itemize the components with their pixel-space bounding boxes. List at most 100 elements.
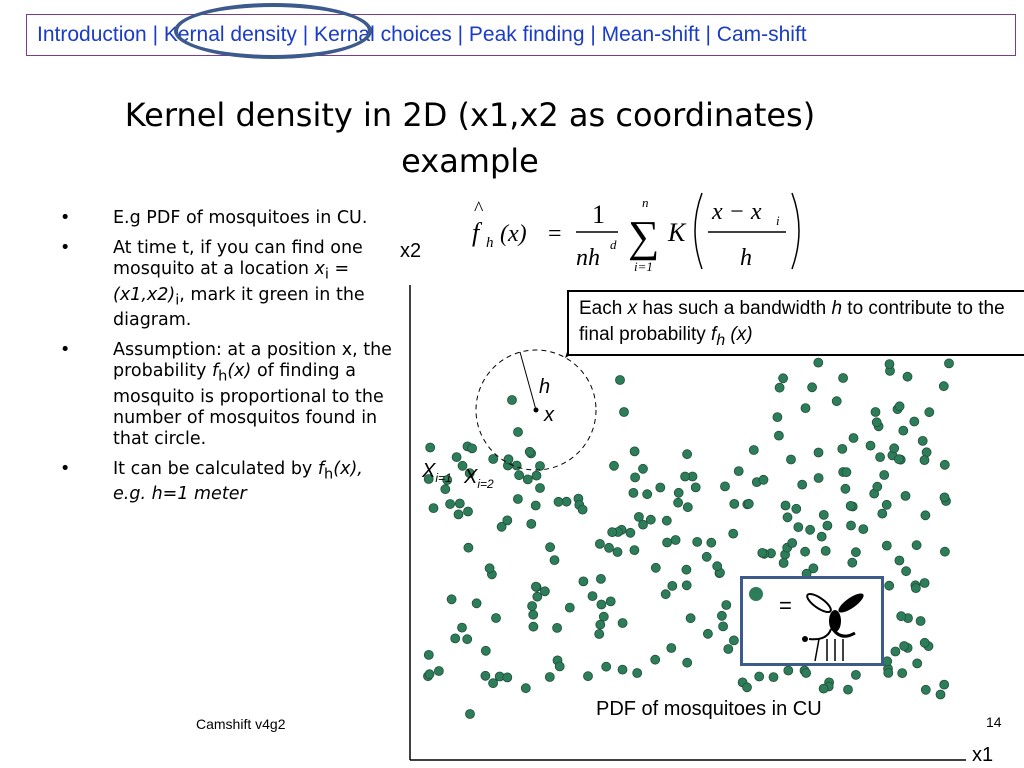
mosquito-observation-point bbox=[838, 373, 848, 383]
mosquito-observation-point bbox=[780, 500, 791, 511]
math-sub: i bbox=[175, 291, 180, 308]
callout-text: to contribute to the final probability bbox=[579, 298, 1005, 345]
mosquito-observation-point bbox=[896, 611, 907, 622]
mosquito-observation-point bbox=[778, 373, 788, 384]
mosquito-observation-point bbox=[813, 357, 824, 368]
mosquito-observation-point bbox=[528, 609, 539, 620]
formula-frac-num-sub: i bbox=[776, 213, 780, 228]
mosquito-observation-point bbox=[682, 449, 692, 460]
x-axis-label: x1 bbox=[972, 744, 994, 766]
mosquito-observation-point bbox=[729, 635, 739, 646]
mosquito-observation-point bbox=[682, 657, 693, 668]
mosquito-observation-point bbox=[890, 646, 901, 657]
current-section-highlight-ring bbox=[174, 3, 372, 59]
mosquito-observation-point bbox=[733, 466, 744, 477]
bullet-item-4: • It can be calculated by fh(x), e.g. h=… bbox=[60, 459, 400, 506]
mosquito-observation-point bbox=[594, 629, 605, 639]
mosquito-observation-point bbox=[642, 489, 653, 500]
mosquito-observation-point bbox=[650, 562, 661, 573]
mosquito-observation-point bbox=[871, 417, 882, 428]
formula-den-nh: nh bbox=[576, 245, 600, 271]
mosquito-observation-point bbox=[617, 664, 628, 675]
callout-sub-h: h bbox=[716, 331, 726, 349]
mosquito-observation-point bbox=[940, 546, 950, 557]
mosquito-observation-point bbox=[502, 672, 513, 683]
mosquito-observation-point bbox=[503, 454, 514, 465]
mosquito-observation-point bbox=[717, 610, 727, 621]
callout-var-f: f bbox=[711, 324, 717, 345]
xi1-sub: i=1 bbox=[435, 471, 452, 485]
mosquito-observation-point bbox=[612, 547, 623, 557]
mosquito-observation-point bbox=[884, 580, 895, 591]
mosquito-observation-point bbox=[480, 670, 491, 681]
mosquito-observation-point bbox=[807, 382, 817, 393]
mosquito-observation-point bbox=[818, 683, 829, 694]
footer-page-number: 14 bbox=[986, 714, 1002, 730]
mosquito-observation-point bbox=[840, 483, 851, 494]
mosquito-observation-point bbox=[578, 576, 589, 587]
mosquito-observation-point bbox=[894, 454, 904, 465]
mosquito-observation-point bbox=[531, 581, 541, 592]
mosquito-observation-point bbox=[782, 512, 793, 523]
mosquito-observation-point bbox=[535, 483, 545, 493]
mosquito-observation-point bbox=[748, 445, 759, 455]
mosquito-observation-point bbox=[681, 580, 692, 591]
bullet-item-1: • E.g PDF of mosquitoes in CU. bbox=[60, 208, 400, 229]
mosquito-observation-point bbox=[938, 381, 949, 392]
mosquito-observation-point bbox=[877, 508, 888, 519]
math-expr: (x) bbox=[227, 361, 252, 381]
callout-var-x: x bbox=[627, 298, 638, 319]
mosquito-observation-point bbox=[625, 527, 636, 538]
mosquito-observation-point bbox=[783, 665, 794, 676]
mosquito-observation-point bbox=[507, 395, 517, 405]
bullet-text: It can be calculated by bbox=[113, 458, 318, 479]
mosquito-observation-point bbox=[428, 503, 439, 514]
xi2-main: X bbox=[464, 466, 478, 488]
xi1-main: X bbox=[422, 460, 436, 482]
mosquito-observation-point bbox=[661, 515, 672, 526]
mosquito-observation-point bbox=[897, 668, 908, 678]
callout-var-arg: (x) bbox=[725, 324, 753, 345]
mosquito-observation-point bbox=[423, 650, 434, 660]
mosquito-observation-point bbox=[450, 633, 461, 644]
mosquito-observation-point bbox=[530, 500, 541, 511]
mosquito-observation-point bbox=[841, 467, 852, 478]
mosquito-observation-point bbox=[870, 407, 881, 417]
mosquito-observation-point bbox=[462, 634, 473, 645]
math-sub: i bbox=[324, 265, 329, 283]
bandwidth-circle bbox=[475, 349, 597, 471]
xi1-label: Xi=1 bbox=[422, 460, 452, 485]
formula-frac-num: x − x bbox=[711, 199, 762, 225]
mosquito-observation-point bbox=[463, 506, 473, 517]
mosquito-observation-point bbox=[843, 684, 853, 695]
bullet-item-3: • Assumption: at a position x, the proba… bbox=[60, 340, 400, 450]
formula-numerator: 1 bbox=[592, 200, 605, 229]
mosquito-observation-point bbox=[912, 658, 923, 669]
mosquito-observation-point bbox=[774, 430, 784, 441]
formula-sub-h: h bbox=[486, 235, 494, 251]
mosquito-observation-point bbox=[630, 472, 640, 483]
mosquito-observation-point bbox=[532, 591, 543, 602]
mosquito-observation-point bbox=[883, 668, 894, 678]
mosquito-observation-point bbox=[629, 446, 640, 457]
mosquito-observation-point bbox=[670, 535, 681, 545]
mosquito-observation-point bbox=[924, 407, 935, 418]
bandwidth-radius-line bbox=[519, 351, 537, 411]
mosquito-observation-point bbox=[564, 602, 575, 613]
mosquito-observation-point bbox=[596, 599, 607, 610]
scatter-points bbox=[423, 357, 954, 719]
formula-sigma-icon: ∑ bbox=[628, 212, 659, 261]
mosquito-observation-point bbox=[583, 671, 593, 682]
bullet-text: E.g PDF of mosquitoes in CU. bbox=[113, 208, 368, 228]
mosquito-observation-point bbox=[820, 546, 831, 556]
mosquito-observation-point bbox=[935, 689, 946, 700]
mosquito-observation-point bbox=[433, 666, 444, 676]
footer-deck-name: Camshift v4g2 bbox=[196, 716, 286, 732]
mosquito-observation-point bbox=[898, 425, 909, 436]
mosquito-observation-point bbox=[754, 671, 765, 682]
mosquito-observation-point bbox=[513, 494, 523, 504]
mosquito-observation-point bbox=[491, 613, 501, 623]
mosquito-observation-point bbox=[528, 621, 539, 632]
mosquito-observation-point bbox=[800, 546, 810, 557]
